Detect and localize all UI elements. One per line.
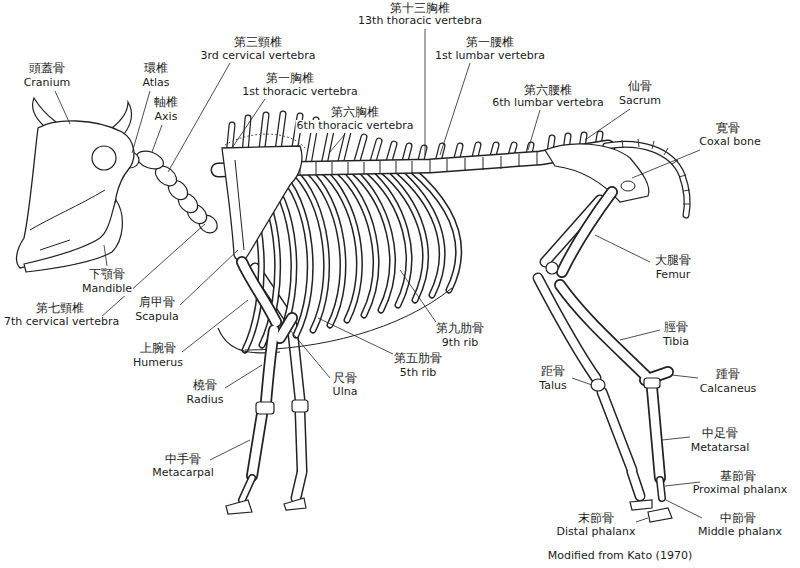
bone-name-english: 13th thoracic vertebra [357, 15, 483, 28]
bone-name-japanese: 軸椎 [153, 96, 179, 110]
bone-name-japanese: 第十三胸椎 [389, 2, 451, 16]
bone-name-japanese: 中節骨 [719, 512, 757, 526]
bone-name-english: Tibia [662, 336, 690, 349]
bone-name-english: Sacrum [618, 95, 662, 108]
bone-name-english: 7th cervical vertebra [3, 316, 120, 329]
mandible-outline [24, 200, 122, 272]
phalanx-fill [242, 478, 662, 500]
bone-name-japanese: 第六腰椎 [523, 84, 573, 98]
bone-name-japanese: 頭蓋骨 [28, 62, 66, 76]
hoof [226, 500, 252, 514]
hoof [648, 508, 672, 522]
bone-name-japanese: 橈骨 [192, 379, 218, 393]
bone-name-english: 6th lumbar vertebra [491, 97, 604, 110]
bone-name-english: 3rd cervical vertebra [199, 50, 316, 63]
bone-name-japanese: 上腕骨 [139, 342, 177, 356]
bone-name-english: 1st thoracic vertebra [241, 86, 359, 99]
hoof [284, 498, 306, 510]
bone-name-japanese: 第三頸椎 [233, 36, 283, 50]
bone-name-japanese: 踵骨 [715, 368, 741, 382]
bone-name-english: Talus [538, 380, 567, 393]
vertebral-column [121, 114, 690, 237]
bone-name-japanese: 中足骨 [701, 427, 739, 441]
patella [546, 262, 558, 274]
far-limbs [255, 200, 652, 510]
skull [17, 98, 134, 272]
bone-name-japanese: 第九肋骨 [435, 322, 485, 336]
orbit [92, 146, 116, 170]
bone-name-english: Metacarpal [151, 467, 214, 480]
bone-name-english: 1st lumbar vertebra [434, 50, 546, 63]
bone-name-english: Mandible [81, 283, 133, 296]
near-limbs [226, 192, 672, 522]
bone-name-english: Cranium [23, 77, 72, 90]
bone-name-japanese: 末節骨 [577, 512, 615, 526]
bone-name-english: Scapula [134, 311, 180, 324]
bone-name-english: 6th thoracic vertebra [296, 120, 415, 133]
bone-name-english: Radius [186, 394, 225, 407]
obturator-foramen [621, 181, 635, 191]
phalanx-outline [242, 478, 662, 500]
bone-name-english: 9th rib [441, 337, 479, 350]
bone-name-english: Proximal phalanx [692, 484, 789, 497]
bone-name-japanese: 第一腰椎 [465, 36, 515, 50]
bone-name-japanese: 寛骨 [715, 122, 741, 136]
bone-name-japanese: 中手骨 [164, 453, 202, 467]
near-limb-fill [242, 192, 668, 478]
bone-name-japanese: 距骨 [540, 365, 566, 379]
talus-bone [591, 379, 605, 391]
bone-name-english: Ulna [332, 386, 359, 399]
source-caption: Modified from Kato (1970) [547, 550, 693, 563]
bone-name-english: Coxal bone [698, 136, 761, 149]
leader-lines [55, 29, 702, 522]
bone-name-japanese: 第六胸椎 [330, 106, 380, 120]
tarsus [644, 378, 660, 388]
bone-name-english: Humerus [132, 357, 184, 370]
bone-name-english: Axis [154, 111, 179, 124]
carpus [256, 402, 274, 414]
bone-name-japanese: 基節骨 [719, 470, 757, 484]
bone-name-english: Metatarsal [690, 442, 750, 455]
coxal-bone [545, 144, 649, 202]
bone-name-english: Middle phalanx [697, 526, 783, 539]
bone-name-japanese: 環椎 [143, 62, 169, 76]
bone-name-japanese: 尺骨 [332, 372, 358, 386]
bone-name-english: 5th rib [399, 367, 437, 380]
bone-name-japanese: 第一胸椎 [265, 72, 315, 86]
bone-name-english: Atlas [141, 77, 170, 90]
carpus [292, 400, 308, 412]
bone-name-japanese: 下顎骨 [88, 268, 126, 282]
bone-name-japanese: 第七頸椎 [35, 302, 85, 316]
hoof [630, 500, 652, 510]
bone-name-english: Femur [655, 269, 692, 282]
scapular-spine [235, 160, 244, 250]
bone-name-japanese: 仙骨 [627, 80, 653, 94]
nasal-line [30, 190, 105, 230]
near-limb-outline [242, 192, 668, 478]
bone-name-english: Distal phalanx [556, 526, 637, 539]
bone-name-japanese: 大腿骨 [654, 254, 692, 268]
bone-name-english: Calcaneus [699, 383, 758, 396]
tooth-row [40, 240, 70, 250]
bone-name-japanese: 脛骨 [663, 321, 689, 335]
scapula-outline [222, 146, 302, 260]
bone-name-japanese: 第五肋骨 [393, 352, 443, 366]
bone-name-japanese: 肩甲骨 [138, 296, 176, 310]
